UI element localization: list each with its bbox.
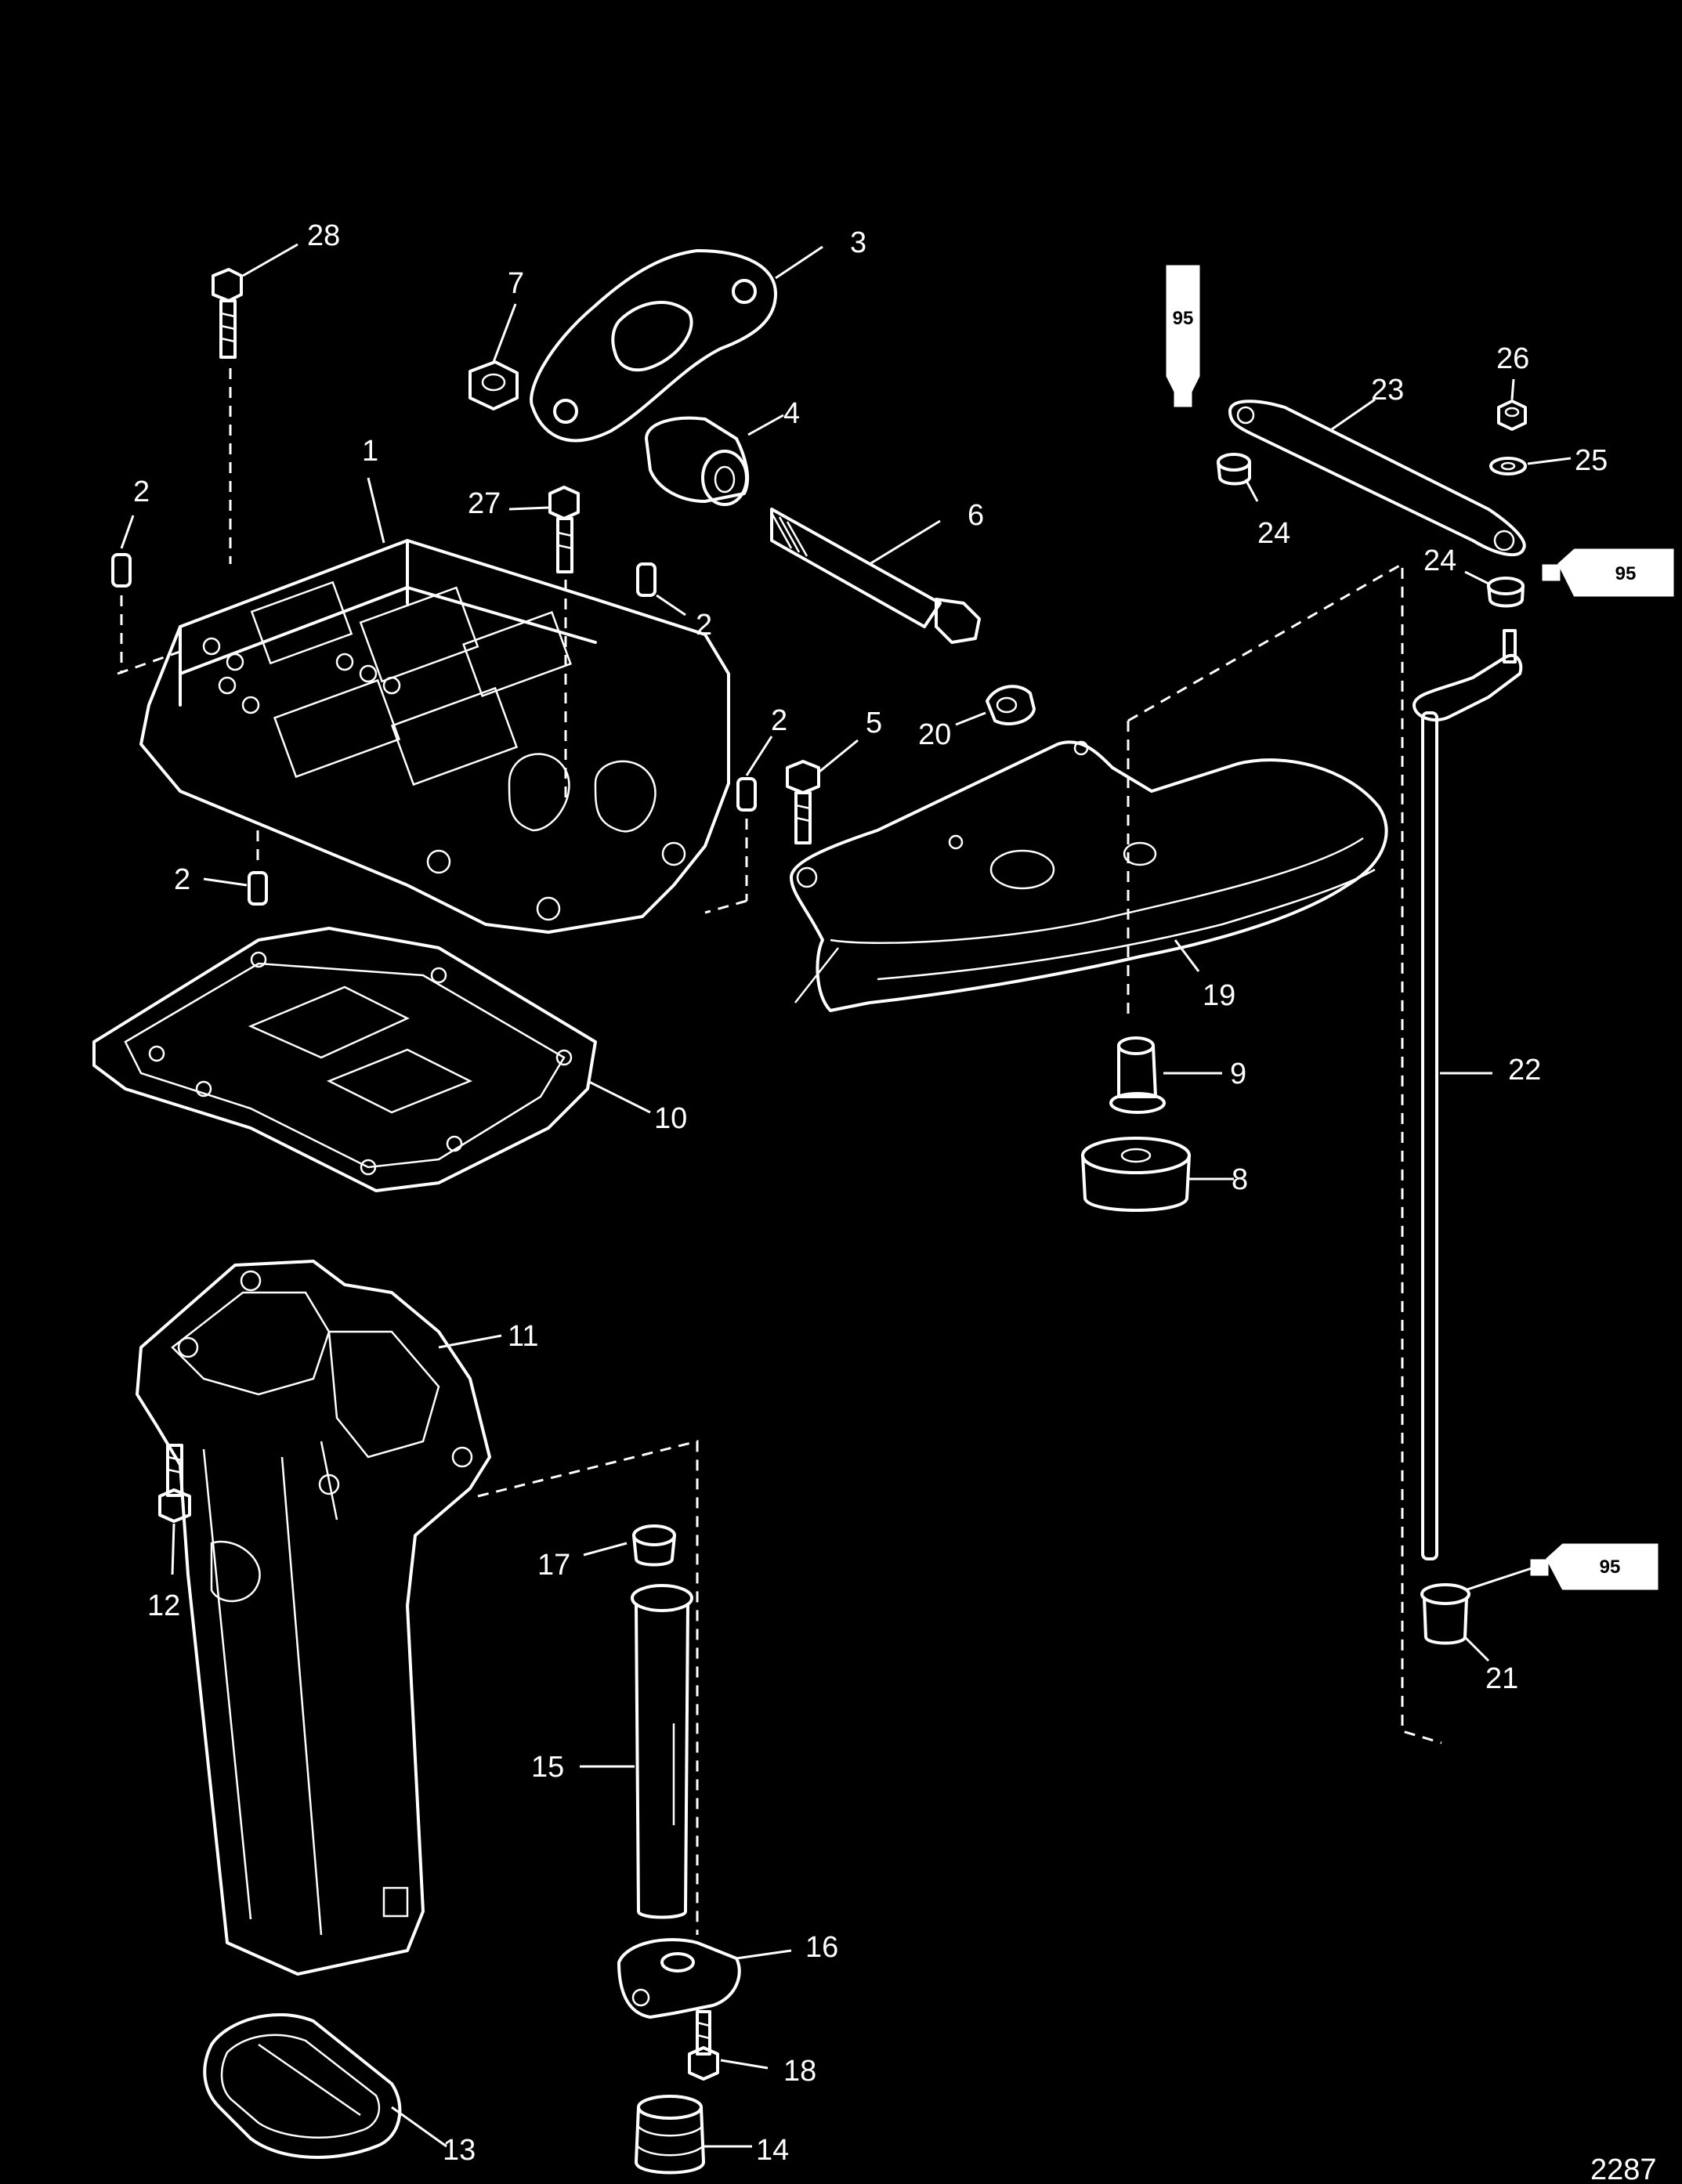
- lubricant-tube-1: 95: [1166, 265, 1200, 407]
- bolt-5: [786, 739, 859, 844]
- grommet-20: [955, 685, 1036, 726]
- callout-15: 15: [531, 1751, 564, 1784]
- callout-24b: 24: [1423, 544, 1456, 577]
- callout-13: 13: [443, 2134, 476, 2167]
- callout-21: 21: [1485, 1662, 1518, 1695]
- washer-24b: [1464, 570, 1525, 608]
- tube-label-1: 95: [1173, 308, 1194, 329]
- dowel-pin-2a: [111, 515, 135, 588]
- dowel-pin-2b: [636, 562, 686, 617]
- screw-18: [688, 2010, 769, 2081]
- guide-16: [617, 1938, 792, 2019]
- callout-11: 11: [508, 1320, 538, 1353]
- callout-18: 18: [783, 2055, 816, 2088]
- lubricant-tube-2: 95: [1542, 548, 1674, 597]
- callout-2a: 2: [133, 475, 150, 508]
- callout-8: 8: [1232, 1163, 1248, 1196]
- callout-7: 7: [508, 267, 524, 300]
- bushing-4: [645, 414, 784, 506]
- callout-labels: 1 2 2 2 2 3 4 5 6 7 8 9 10 11 12 13 14 1…: [133, 219, 1657, 2184]
- bolt-12: [158, 1444, 191, 1575]
- shift-lever-23: [1228, 398, 1526, 557]
- callout-2c: 2: [771, 704, 787, 737]
- callout-22: 22: [1508, 1054, 1541, 1087]
- callout-14: 14: [756, 2134, 789, 2167]
- dowel-pin-2d: [203, 871, 268, 906]
- callout-2b: 2: [696, 609, 712, 642]
- callout-23: 23: [1371, 374, 1404, 407]
- seal-13: [203, 2013, 447, 2159]
- callout-1: 1: [362, 435, 378, 468]
- nut-26: [1497, 378, 1527, 431]
- callout-12: 12: [147, 1589, 180, 1622]
- shift-shaft-22: [1413, 629, 1523, 1560]
- callout-20: 20: [918, 718, 951, 751]
- driveshaft-housing-11: [136, 1260, 502, 1976]
- callout-3: 3: [850, 226, 866, 259]
- mount-8: [1081, 1137, 1234, 1212]
- callout-4: 4: [783, 397, 800, 430]
- sleeve-9: [1109, 1036, 1222, 1114]
- callout-19: 19: [1203, 979, 1235, 1012]
- callout-5: 5: [866, 707, 882, 739]
- dowel-pin-2c: [736, 736, 773, 812]
- callout-2d: 2: [174, 863, 190, 896]
- bolt-28: [212, 243, 298, 359]
- bushing-21: [1420, 1583, 1490, 1662]
- nut-7: [468, 303, 519, 410]
- bottom-cowl-19: [790, 740, 1388, 1012]
- dash-2e: [117, 649, 185, 675]
- bolt-6: [770, 508, 981, 644]
- grommet-14: [635, 2095, 752, 2175]
- callout-28: 28: [307, 219, 340, 252]
- callout-6: 6: [968, 499, 984, 532]
- plate-3: [530, 245, 823, 443]
- adapter-plate-1: [139, 477, 730, 934]
- callout-27: 27: [468, 487, 501, 520]
- grommet-17: [583, 1524, 676, 1567]
- callout-10: 10: [654, 1102, 687, 1135]
- bolt-27: [508, 486, 580, 573]
- tube-label-2: 95: [1615, 563, 1637, 584]
- gasket-10: [92, 927, 651, 1192]
- figure-number: 2287: [1590, 2153, 1657, 2184]
- dash-2c-b: [704, 899, 747, 914]
- dash-driveshaft: [477, 1440, 699, 1935]
- callout-24a: 24: [1257, 517, 1290, 550]
- callout-17: 17: [537, 1549, 570, 1582]
- dash-shift: [1127, 562, 1442, 1745]
- lubricant-tube-3: 95: [1464, 1543, 1658, 1592]
- callout-9: 9: [1230, 1058, 1246, 1090]
- callout-26: 26: [1496, 342, 1529, 375]
- callout-16: 16: [805, 1931, 838, 1964]
- water-tube-15: [580, 1584, 693, 1919]
- callout-25: 25: [1575, 444, 1608, 477]
- washer-24a: [1217, 453, 1259, 502]
- washer-25: [1489, 457, 1572, 475]
- tube-label-3: 95: [1600, 1557, 1621, 1578]
